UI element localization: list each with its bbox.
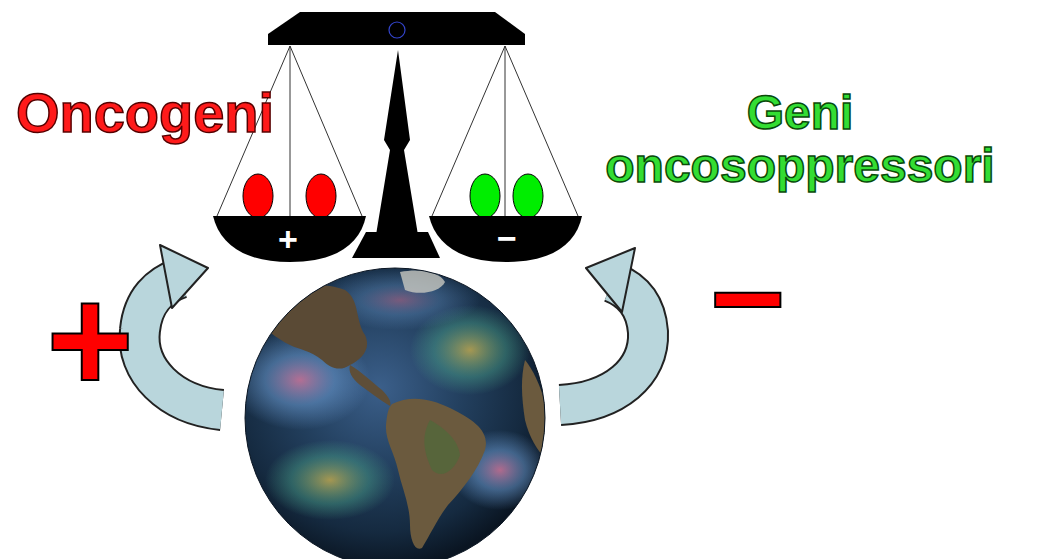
pan-plus-sign: + xyxy=(278,221,298,258)
feedback-arrow-left xyxy=(140,245,222,410)
oncogenes-heading: Oncogeni xyxy=(16,82,274,144)
pan-minus-sign: − xyxy=(497,220,517,257)
feedback-arrow-right xyxy=(560,248,648,405)
decrease-sign: − xyxy=(710,227,786,370)
increase-sign: + xyxy=(46,258,134,423)
globe xyxy=(230,268,550,559)
tumor-suppressor-heading: Geni oncosoppressori xyxy=(565,87,1035,193)
